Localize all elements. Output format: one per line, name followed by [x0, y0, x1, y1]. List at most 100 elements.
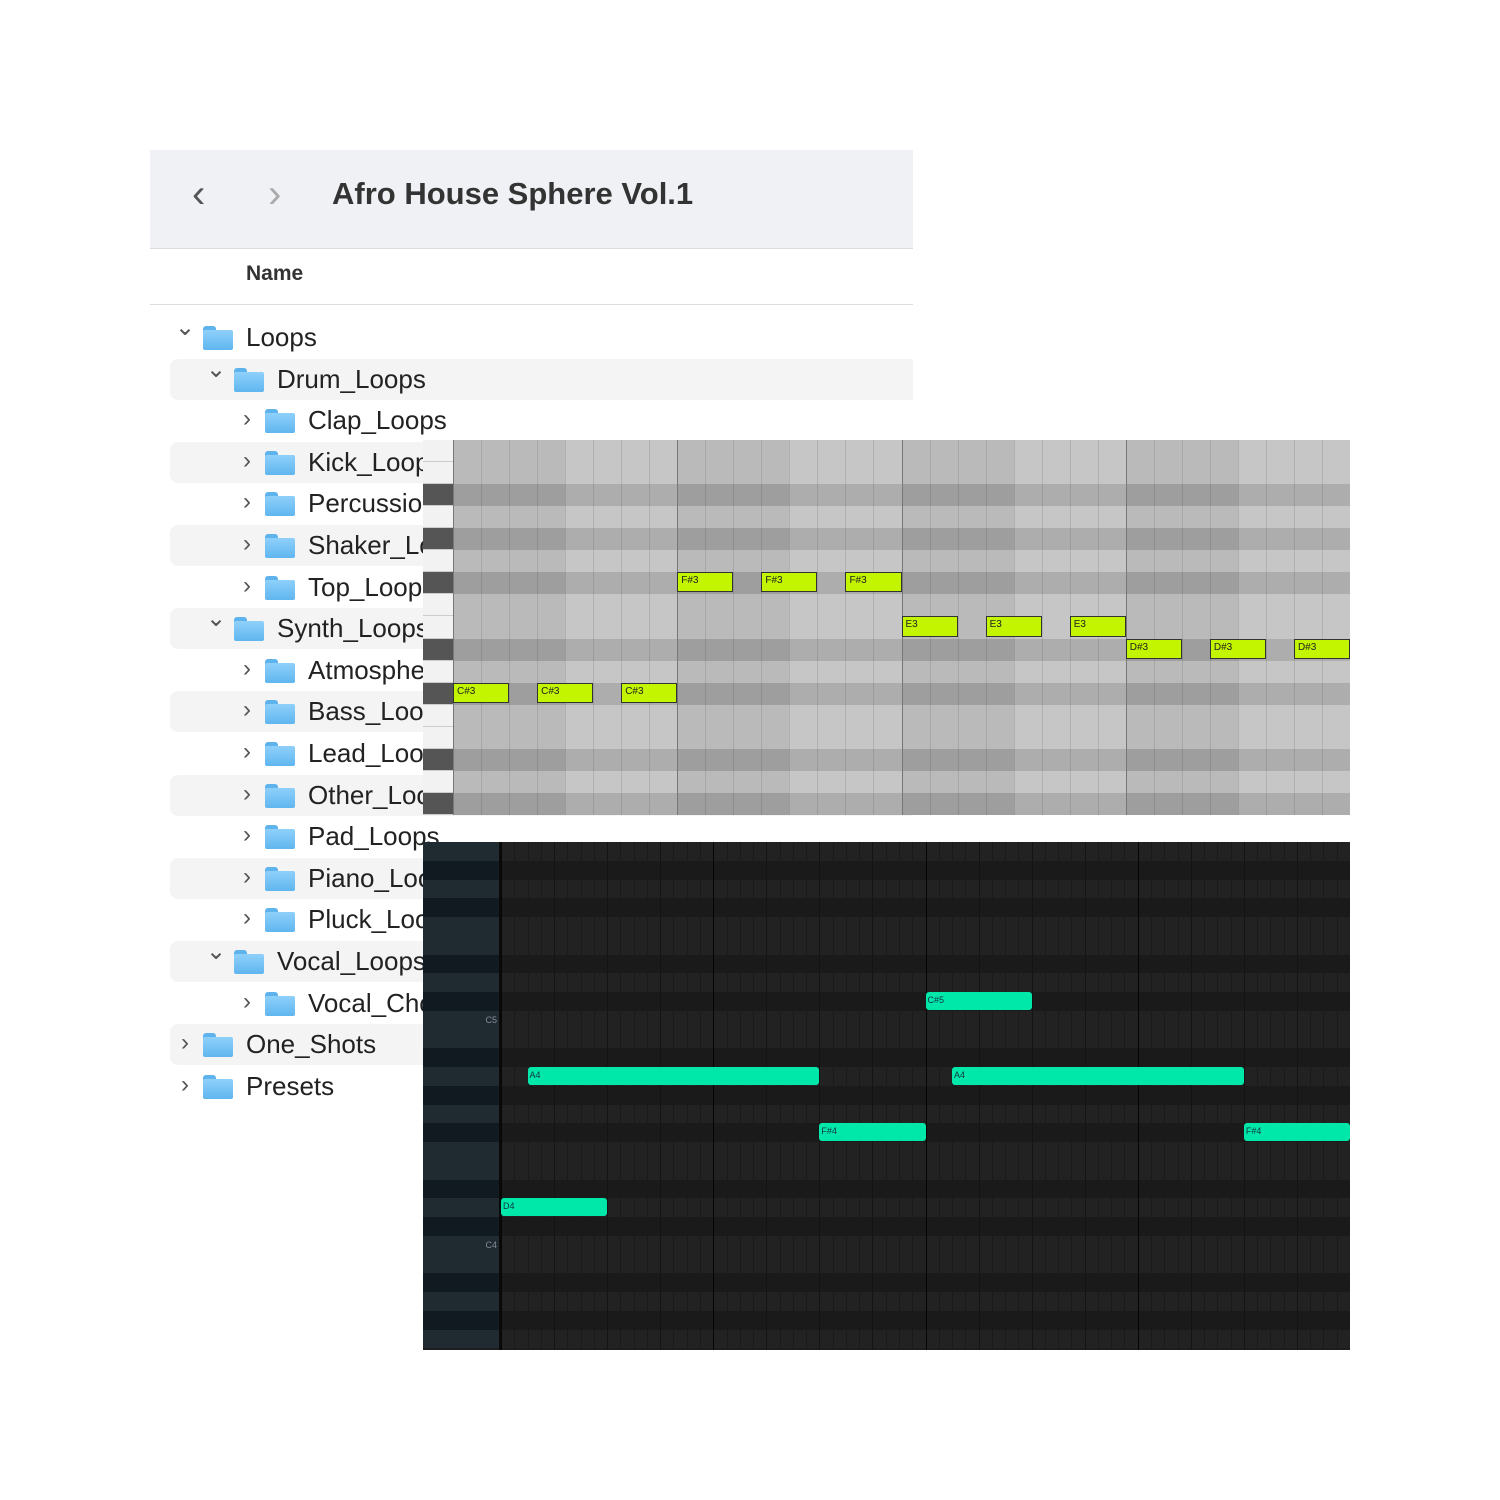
- piano-key[interactable]: [423, 917, 501, 936]
- chevron-down-icon[interactable]: ⌄: [175, 314, 196, 341]
- piano-key[interactable]: [423, 935, 501, 955]
- chevron-right-icon[interactable]: ›: [243, 654, 251, 682]
- piano-key[interactable]: [423, 1160, 501, 1180]
- piano-key[interactable]: [423, 954, 501, 974]
- piano-key[interactable]: [423, 1273, 501, 1292]
- item-label: Synth_Loops: [277, 613, 429, 644]
- grid-line: [1018, 842, 1020, 1350]
- piano-key[interactable]: [423, 1085, 501, 1105]
- midi-note[interactable]: F#4: [1243, 1123, 1350, 1141]
- piano-key[interactable]: [423, 1123, 501, 1142]
- grid-line: [885, 842, 887, 1350]
- chevron-right-icon[interactable]: ›: [181, 1029, 189, 1057]
- piano-key[interactable]: [423, 1310, 501, 1330]
- piano-key[interactable]: [423, 528, 453, 551]
- list-item[interactable]: ›Pad_Loops: [170, 816, 913, 857]
- piano-key[interactable]: [423, 660, 453, 683]
- midi-note[interactable]: D4: [501, 1198, 608, 1216]
- list-item[interactable]: ›Presets: [170, 1066, 913, 1107]
- chevron-right-icon[interactable]: ›: [243, 571, 251, 599]
- grid-line: [580, 842, 582, 1350]
- piano-key[interactable]: [423, 638, 453, 661]
- piano-key[interactable]: [423, 1179, 501, 1199]
- chevron-down-icon[interactable]: ⌄: [206, 605, 227, 633]
- list-item[interactable]: ›Top_Loops: [170, 567, 913, 608]
- piano-key[interactable]: C4: [423, 1235, 501, 1255]
- piano-key[interactable]: [423, 1217, 501, 1236]
- midi-note[interactable]: E3: [985, 616, 1042, 637]
- piano-key[interactable]: [423, 594, 453, 617]
- piano-key[interactable]: [423, 1104, 501, 1124]
- piano-key[interactable]: [423, 616, 453, 639]
- piano-key[interactable]: [423, 1329, 501, 1349]
- chevron-right-icon[interactable]: ›: [181, 1070, 189, 1098]
- piano-key[interactable]: [423, 860, 501, 880]
- chevron-right-icon[interactable]: ›: [243, 779, 251, 807]
- piano-key[interactable]: [423, 1048, 501, 1067]
- chevron-right-icon[interactable]: ›: [243, 530, 251, 557]
- piano-key[interactable]: [423, 1029, 501, 1049]
- midi-note[interactable]: C#3: [621, 682, 678, 703]
- piano-key[interactable]: [423, 484, 453, 507]
- piano-key[interactable]: [423, 572, 453, 595]
- list-item[interactable]: ⌄Loops: [170, 314, 913, 358]
- midi-note[interactable]: D#3: [1209, 638, 1266, 659]
- midi-note[interactable]: E3: [901, 616, 958, 637]
- midi-note[interactable]: F#3: [761, 572, 818, 593]
- midi-note[interactable]: C#3: [537, 682, 594, 703]
- midi-note[interactable]: C#5: [925, 992, 1032, 1010]
- piano-key[interactable]: [423, 726, 453, 749]
- piano-key[interactable]: [423, 1198, 501, 1217]
- piano-key[interactable]: [423, 842, 501, 861]
- midi-note[interactable]: D#3: [1125, 638, 1182, 659]
- folder-icon: [265, 700, 295, 725]
- midi-note[interactable]: F#3: [845, 572, 902, 593]
- piano-key[interactable]: [423, 992, 501, 1011]
- midi-note[interactable]: E3: [1069, 616, 1126, 637]
- piano-key[interactable]: [423, 704, 453, 727]
- list-item[interactable]: ›Clap_Loops: [170, 400, 913, 441]
- list-item[interactable]: ⌄Drum_Loops: [170, 356, 913, 400]
- midi-note[interactable]: F#4: [819, 1123, 926, 1141]
- piano-key[interactable]: [423, 1254, 501, 1274]
- chevron-right-icon[interactable]: ›: [243, 738, 251, 765]
- piano-key[interactable]: [423, 973, 501, 992]
- midi-note[interactable]: F#3: [677, 572, 734, 593]
- midi-note[interactable]: A4: [952, 1067, 1244, 1085]
- chevron-right-icon[interactable]: ›: [243, 987, 251, 1015]
- grid-column: [957, 440, 986, 815]
- grid-line: [699, 842, 701, 1350]
- piano-key[interactable]: C5: [423, 1010, 501, 1030]
- chevron-right-icon[interactable]: ›: [243, 696, 251, 724]
- midi-note[interactable]: D#3: [1293, 638, 1350, 659]
- chevron-right-icon[interactable]: ›: [243, 446, 251, 474]
- piano-key[interactable]: [423, 1292, 501, 1311]
- piano-key[interactable]: [423, 748, 453, 771]
- midi-note[interactable]: A4: [527, 1067, 820, 1085]
- piano-key[interactable]: [423, 440, 453, 463]
- chevron-right-icon[interactable]: ›: [243, 904, 251, 932]
- piano-key[interactable]: [423, 879, 501, 899]
- chevron-right-icon[interactable]: ›: [243, 405, 251, 433]
- chevron-right-icon[interactable]: ›: [243, 488, 251, 516]
- piano-key[interactable]: [423, 1142, 501, 1161]
- piano-key[interactable]: [423, 1067, 501, 1086]
- chevron-left-icon[interactable]: ‹: [192, 172, 206, 216]
- grid-line: [1257, 842, 1259, 1350]
- piano-key[interactable]: [423, 506, 453, 529]
- piano-key[interactable]: [423, 792, 453, 815]
- piano-key[interactable]: [423, 898, 501, 917]
- piano-key[interactable]: [423, 462, 453, 485]
- chevron-right-icon[interactable]: ›: [243, 862, 251, 890]
- column-header-name[interactable]: Name: [246, 262, 304, 285]
- piano-key[interactable]: [423, 550, 453, 573]
- chevron-right-icon[interactable]: ›: [243, 821, 251, 849]
- chevron-down-icon[interactable]: ⌄: [206, 938, 227, 965]
- piano-key[interactable]: [423, 682, 453, 705]
- piano-key[interactable]: [423, 770, 453, 793]
- chevron-right-icon[interactable]: ›: [268, 172, 282, 216]
- chevron-down-icon[interactable]: ⌄: [206, 355, 227, 383]
- midi-note[interactable]: C#3: [453, 682, 510, 703]
